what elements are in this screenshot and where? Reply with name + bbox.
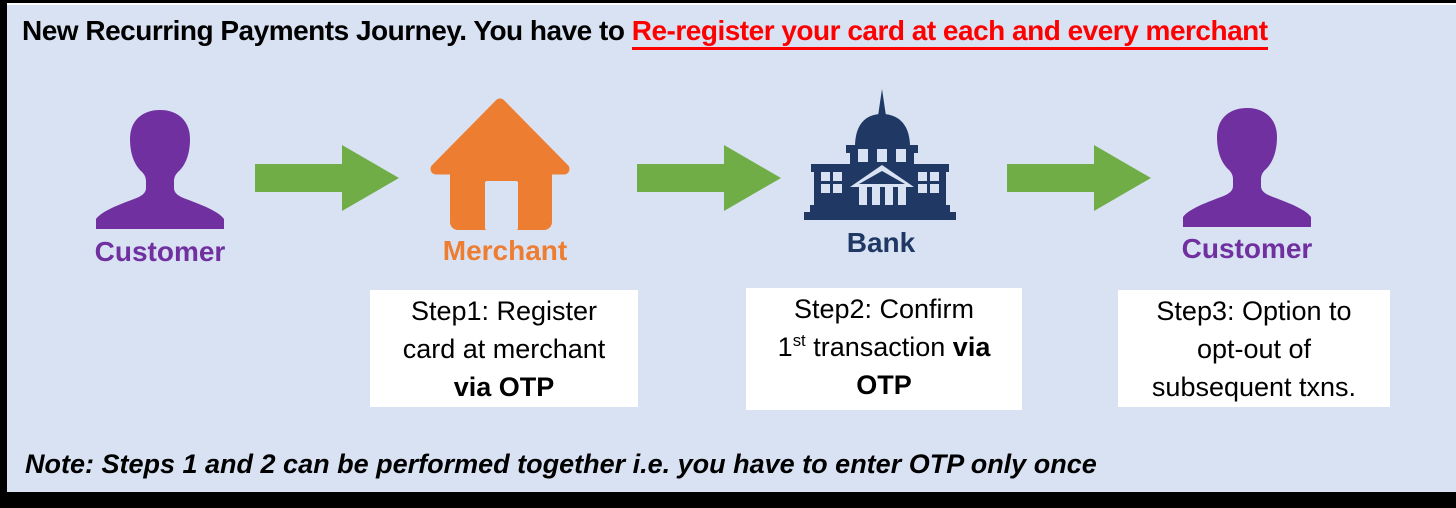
step-line: Step1: Register bbox=[410, 296, 598, 326]
person-icon bbox=[1183, 108, 1311, 227]
house-icon bbox=[430, 98, 570, 230]
title-red-underlined-text: Re-register your card at each and every … bbox=[631, 15, 1268, 50]
step-line: opt-out of bbox=[1196, 334, 1312, 364]
entity-label-customer-1: Customer bbox=[94, 236, 226, 267]
arrow-right-icon bbox=[637, 145, 781, 211]
step-line: card at merchant bbox=[402, 334, 606, 364]
step-line: via OTP bbox=[453, 372, 555, 402]
step-box-1: Step1: Register card at merchant via OTP bbox=[370, 290, 638, 407]
step-line: Step3: Option to bbox=[1156, 296, 1352, 326]
frame-top-highlight bbox=[0, 3, 1456, 5]
step-line: subsequent txns. bbox=[1151, 372, 1357, 402]
person-icon bbox=[96, 110, 224, 229]
step-box-3: Step3: Option to opt-out of subsequent txn… bbox=[1118, 290, 1390, 407]
arrow-right-icon bbox=[255, 145, 399, 211]
entity-label-customer-2: Customer bbox=[1181, 233, 1313, 264]
frame-bottom bbox=[0, 492, 1456, 508]
frame-top bbox=[0, 0, 1456, 3]
page-title: New Recurring Payments Journey. You have… bbox=[22, 15, 1268, 50]
step-line: Step2: Confirm bbox=[793, 294, 975, 324]
title-black-text: New Recurring Payments Journey. You have… bbox=[22, 15, 632, 46]
arrow-right-icon bbox=[1007, 145, 1151, 211]
step-line: OTP bbox=[856, 370, 912, 400]
bank-icon bbox=[804, 89, 956, 220]
frame-left bbox=[0, 0, 7, 508]
step-line: 1st transaction via bbox=[777, 331, 991, 362]
entity-label-merchant: Merchant bbox=[442, 235, 568, 266]
entity-label-bank: Bank bbox=[846, 227, 916, 258]
note-text: Note: Steps 1 and 2 can be performed tog… bbox=[25, 449, 1097, 479]
